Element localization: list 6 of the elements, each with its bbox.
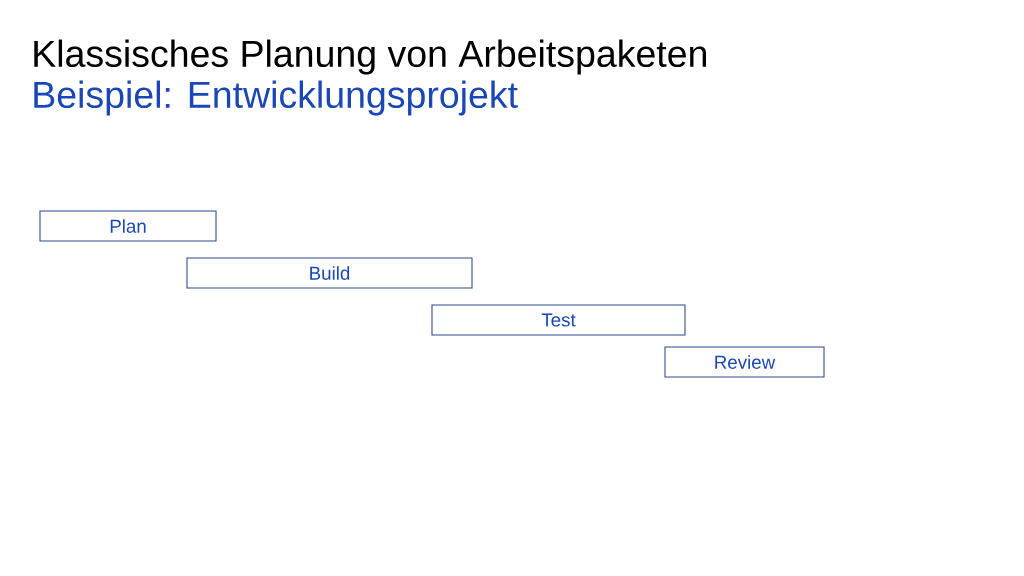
task-box: Build (186, 257, 473, 289)
task-box: Review (664, 346, 825, 378)
subtitle: Beispiel: Entwicklungsprojekt (34, 80, 518, 116)
task-box: Plan (39, 210, 217, 242)
title: Klassisches Planung von Arbeitspaketen (34, 39, 706, 75)
task-box: Test (431, 304, 686, 336)
